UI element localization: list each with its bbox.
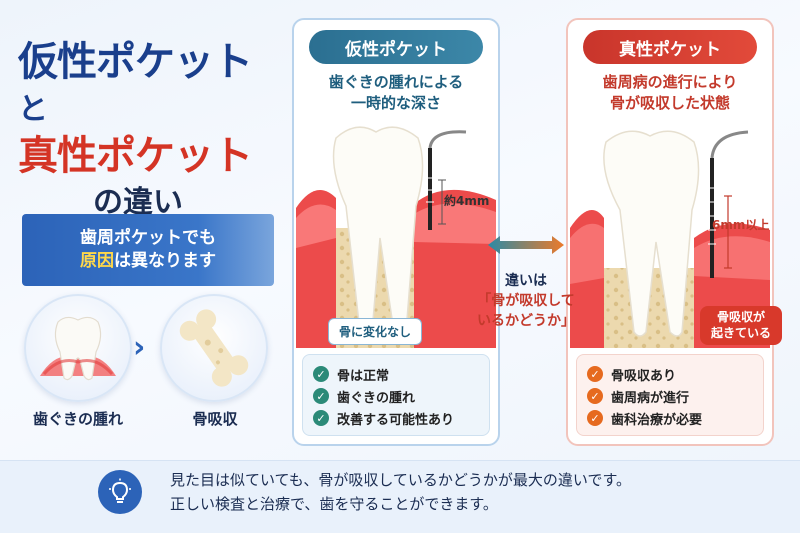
pseudo-pocket-depth-label: 約4mm [444,194,490,208]
true-pocket-subtitle: 歯周病の進行により 骨が吸収した状態 [602,73,738,112]
bone-unchanged-tag: 骨に変化なし [328,318,423,345]
title-difference: の違い [93,185,183,220]
list-item: ✓骨は正常 [313,363,479,385]
list-item: ✓歯周病が進行 [587,385,753,407]
bone-loss-caption: 骨吸収 [192,410,238,428]
check-icon: ✓ [313,410,329,426]
chevron-right-icon: › [133,330,146,365]
gum-swelling-caption: 歯ぐきの腫れ [32,410,123,428]
banner-line2: は異なります [114,251,216,271]
title-true-pocket: 真性ポケット [18,133,253,179]
pseudo-pocket-checklist: ✓骨は正常 ✓歯ぐきの腫れ ✓改善する可能性あり [302,354,490,436]
cause-banner: 歯周ポケットでも 原因は異なります [22,214,274,286]
pseudo-pocket-title: 仮性ポケット [309,30,483,64]
swollen-gum-tooth-icon [40,316,116,381]
lightbulb-icon [98,470,142,514]
true-pocket-title: 真性ポケット [583,30,757,64]
check-icon: ✓ [313,388,329,404]
banner-highlight: 原因 [80,251,114,271]
gum-swelling-illustration [24,294,132,402]
difference-label: 違いは [505,273,547,289]
double-arrow-icon [488,236,564,254]
main-title: 仮性ポケットと 真性ポケット の違い [18,40,278,219]
banner-line1: 歯周ポケットでも [80,228,216,249]
true-pocket-depth-label: 6mm以上 [712,218,770,232]
check-icon: ✓ [313,366,329,382]
pseudo-pocket-subtitle: 歯ぐきの腫れによる 一時的な深さ [328,73,464,112]
bone-loss-illustration [160,294,268,402]
list-item: ✓歯ぐきの腫れ [313,385,479,407]
check-icon: ✓ [587,366,603,382]
list-item: ✓骨吸収あり [587,363,753,385]
bone-loss-tag: 骨吸収が 起きている [700,306,782,346]
footer-text: 見た目は似ていても、骨が吸収しているかどうかが最大の違いです。 正しい検査と治療… [170,471,631,513]
check-icon: ✓ [587,388,603,404]
list-item: ✓歯科治療が必要 [587,407,753,429]
true-pocket-checklist: ✓骨吸収あり ✓歯周病が進行 ✓歯科治療が必要 [576,354,764,436]
bone-icon [179,309,249,387]
difference-text: 「骨が吸収して いるかどうか」 [477,293,575,329]
title-pseudo-pocket: 仮性ポケット [18,39,253,85]
check-icon: ✓ [587,410,603,426]
list-item: ✓改善する可能性あり [313,407,479,429]
title-and: と [18,92,48,127]
